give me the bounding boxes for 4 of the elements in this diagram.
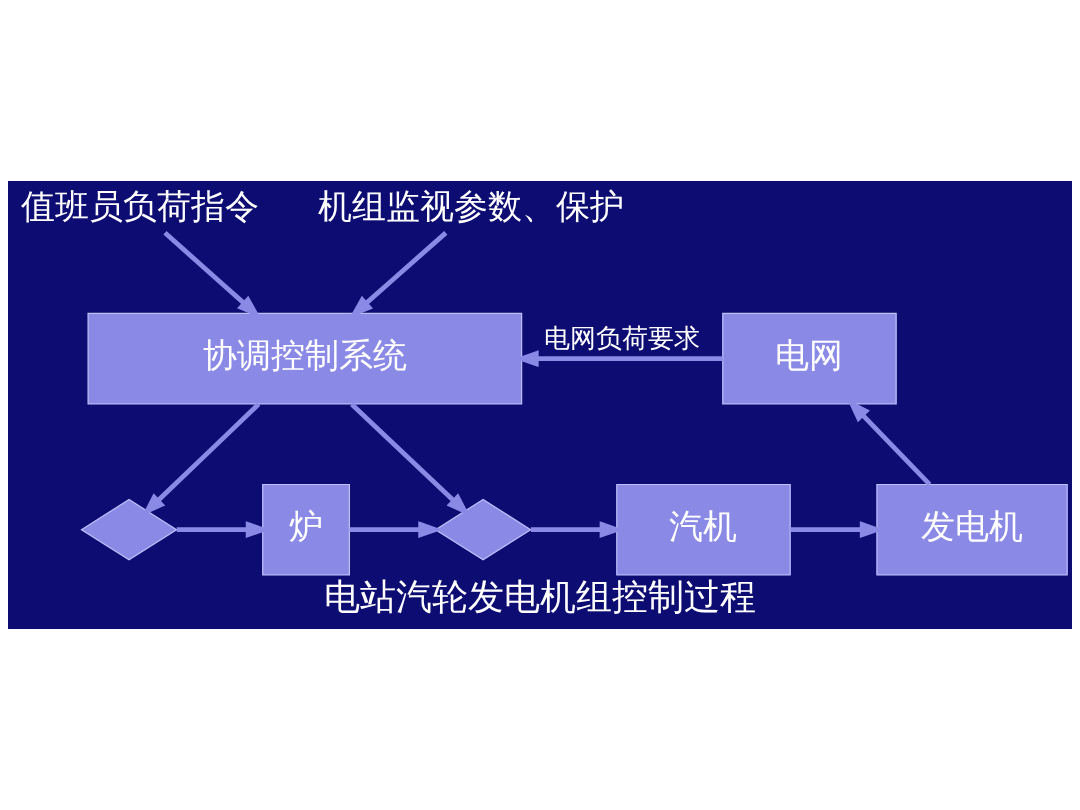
node-text: 值班员负荷指令 bbox=[20, 186, 259, 226]
edge-label: 电网负荷要求 bbox=[544, 322, 701, 354]
caption: 电站汽轮发电机组控制过程 bbox=[324, 574, 756, 618]
node-text: 机组监视参数、保护 bbox=[318, 186, 625, 226]
